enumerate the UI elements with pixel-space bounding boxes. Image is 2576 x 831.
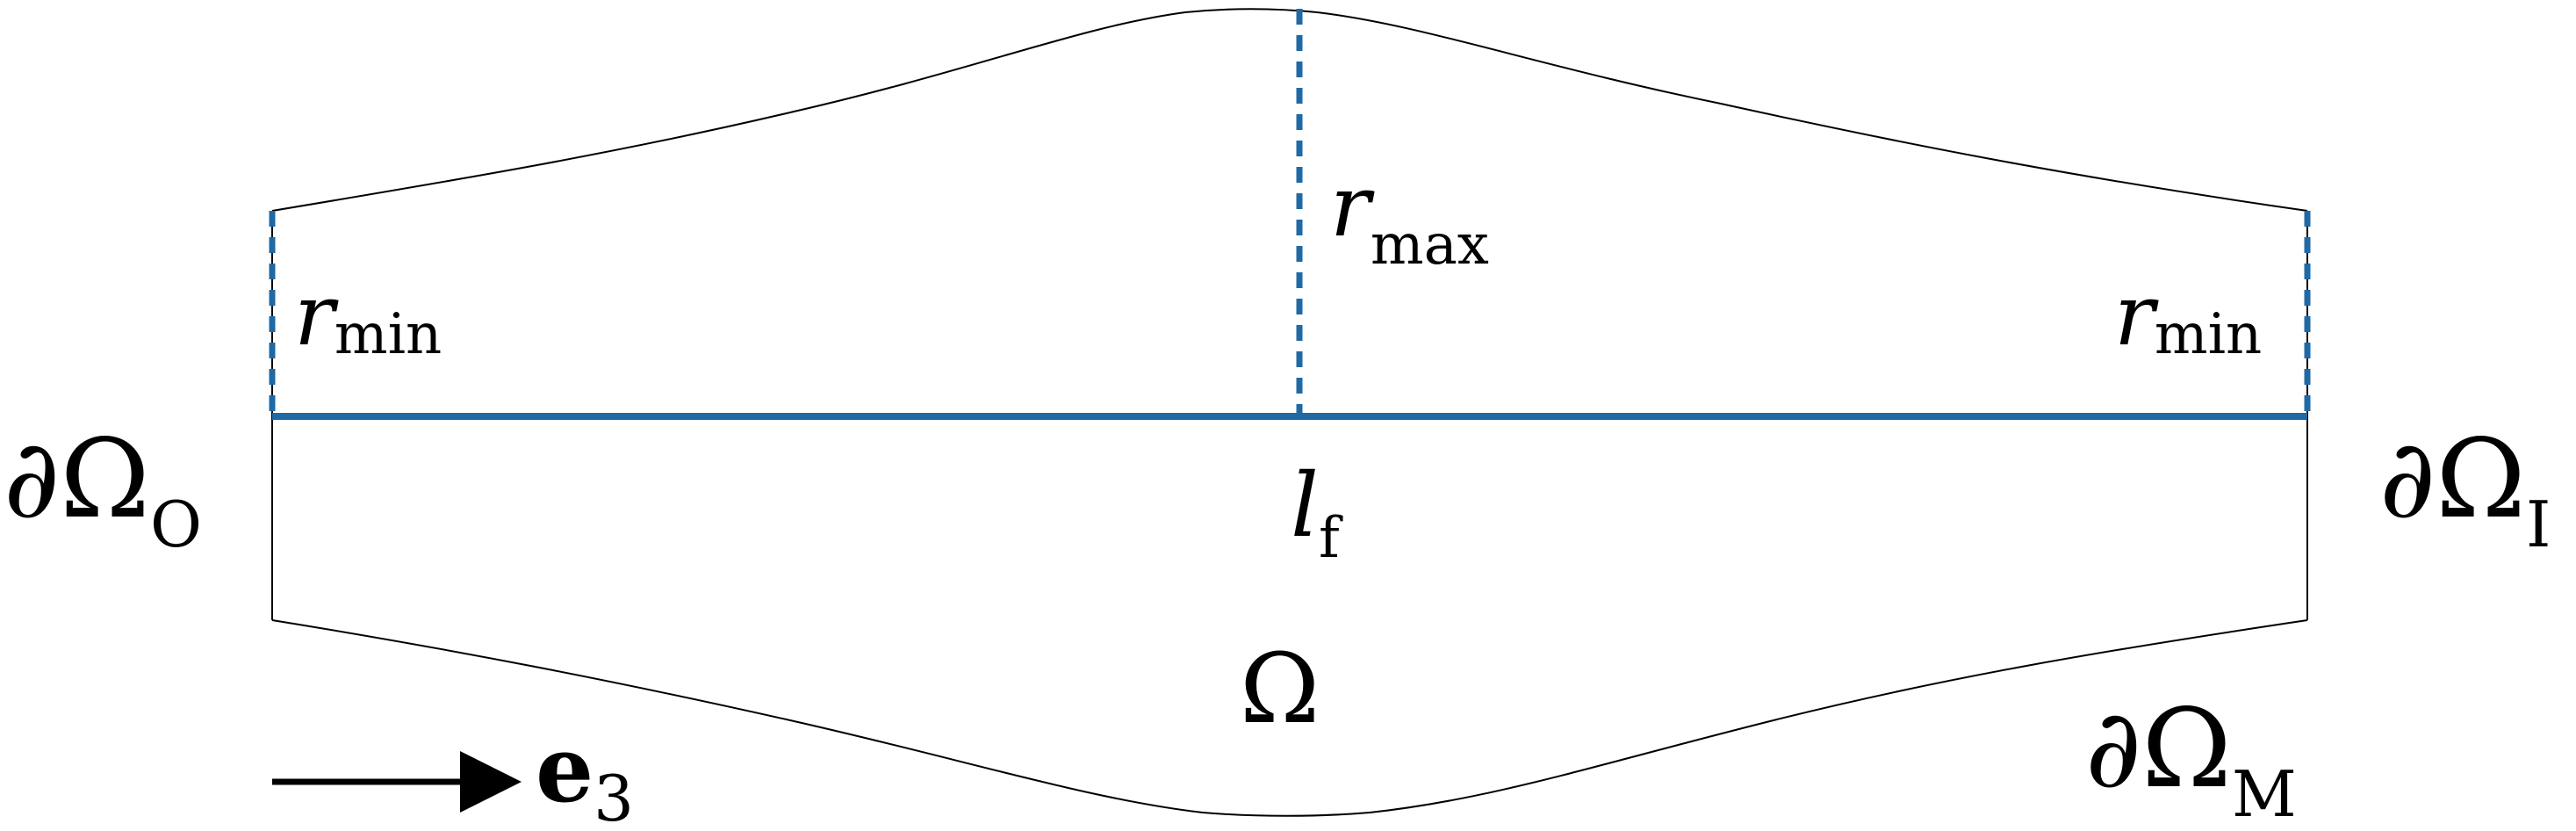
d-omega-o-label: ∂ΩO (4, 416, 202, 561)
omega-label: Ω (1240, 632, 1320, 745)
d-omega-m-label: ∂ΩM (2085, 686, 2297, 831)
bottom-boundary-curve (271, 619, 2308, 817)
r-min-right-label: rmin (2114, 266, 2262, 367)
e3-label: e3 (536, 715, 634, 831)
r-min-left-label: rmin (294, 266, 442, 367)
r-max-label: rmax (1330, 157, 1489, 278)
l-f-label: lf (1291, 454, 1343, 571)
top-boundary-curve (271, 8, 2308, 212)
d-omega-i-label: ∂ΩI (2379, 416, 2551, 561)
